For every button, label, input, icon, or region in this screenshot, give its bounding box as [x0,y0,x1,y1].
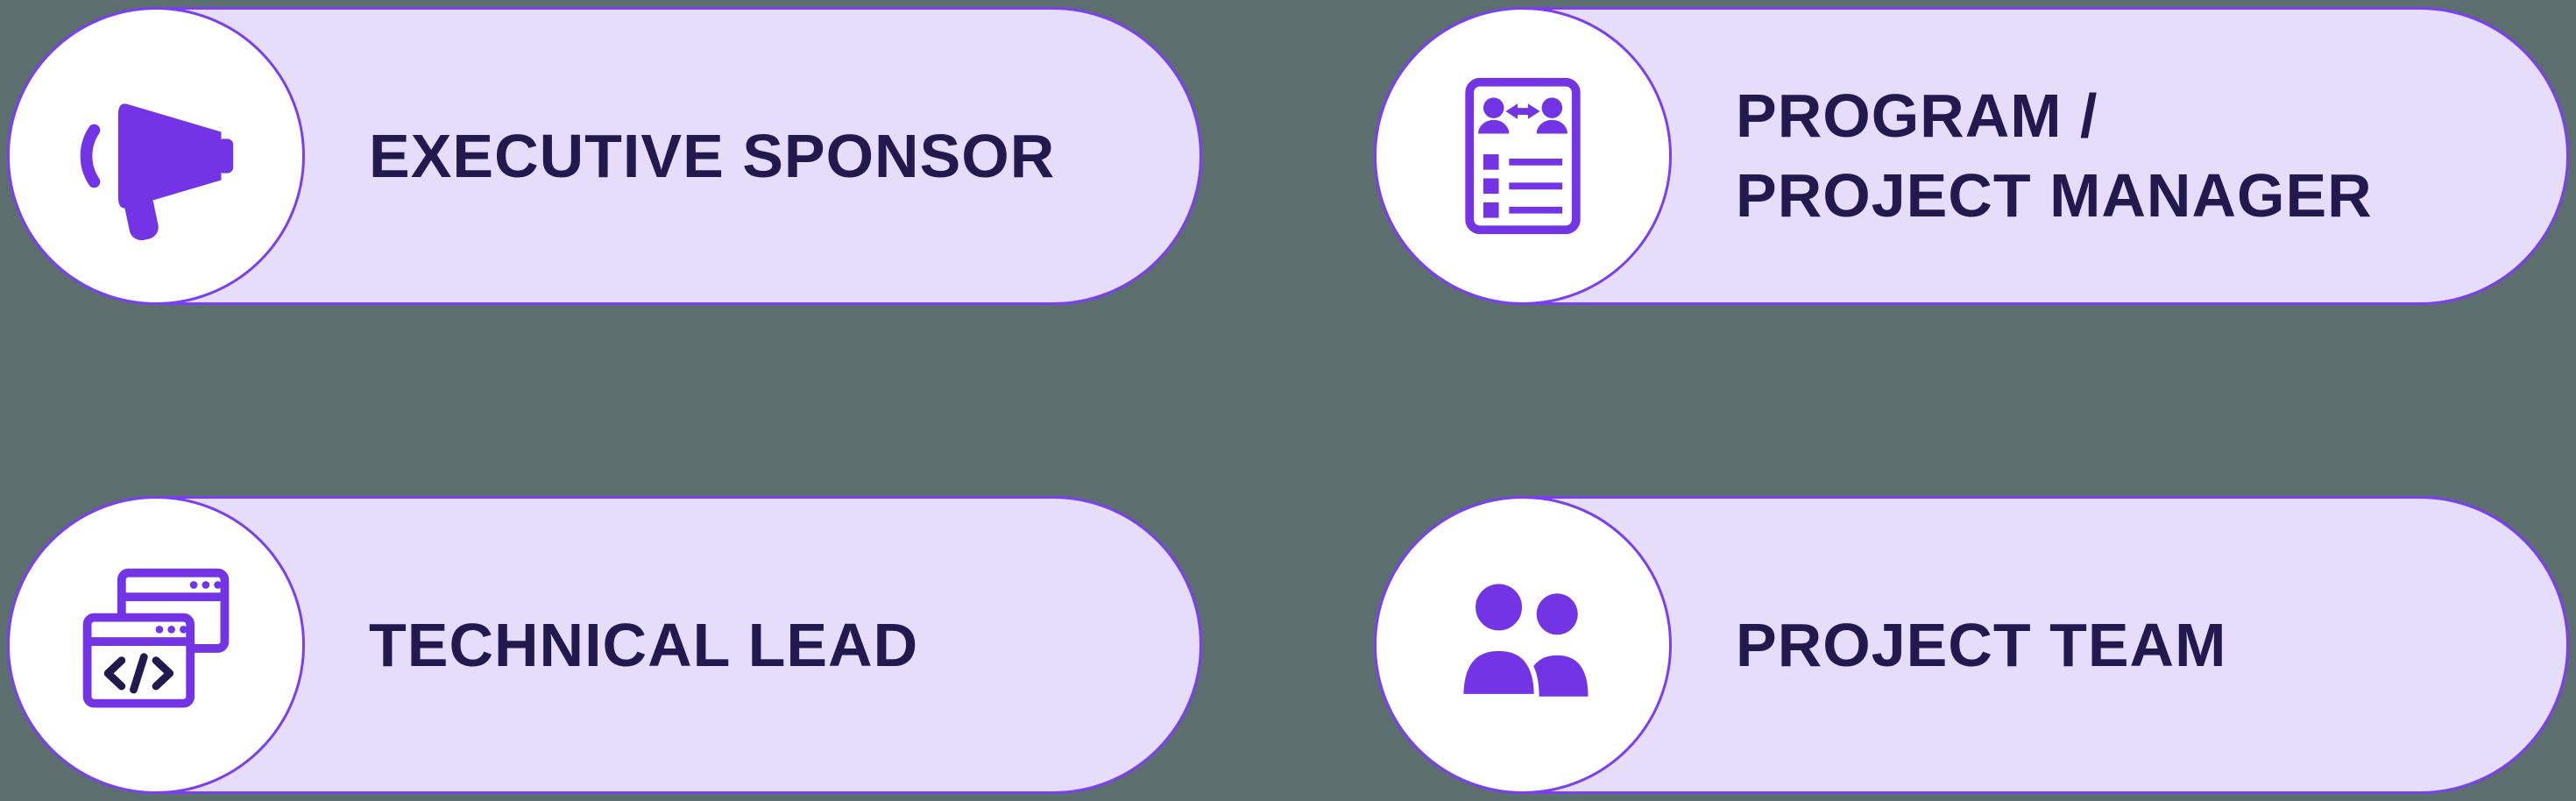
role-label: PROGRAM / PROJECT MANAGER [1736,82,2373,230]
team-people-icon [1458,578,1589,699]
code-windows-icon [82,568,230,708]
role-label: EXECUTIVE SPONSOR [369,121,1056,190]
role-card-program-project-manager: PROGRAM / PROJECT MANAGER [1374,7,2569,305]
role-card-technical-lead: TECHNICAL LEAD [7,496,1202,794]
role-icon-badge [1374,7,1672,305]
role-icon-badge [1374,496,1672,794]
role-card-executive-sponsor: EXECUTIVE SPONSOR [7,7,1202,305]
role-icon-badge [7,7,305,305]
role-icon-badge [7,496,305,794]
role-label: TECHNICAL LEAD [369,610,919,679]
role-label: PROJECT TEAM [1736,610,2227,679]
megaphone-icon [80,103,234,241]
people-task-list-icon [1465,77,1581,235]
role-card-project-team: PROJECT TEAM [1374,496,2569,794]
